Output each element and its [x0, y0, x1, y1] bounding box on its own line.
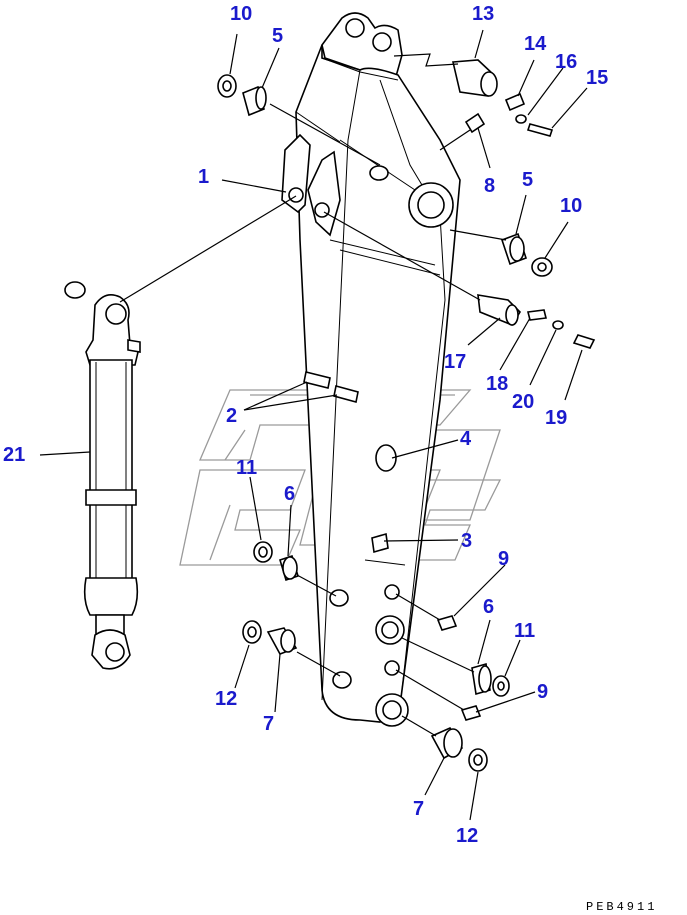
callout-6-left: 6 — [284, 483, 295, 505]
callout-5-top: 5 — [272, 25, 283, 47]
callout-labels: 10 5 13 14 16 15 1 8 5 10 17 18 20 19 2 … — [3, 3, 608, 847]
callout-4: 4 — [460, 428, 472, 450]
callout-2: 2 — [226, 405, 237, 427]
callout-20: 20 — [512, 391, 534, 413]
callout-10-right: 10 — [560, 195, 582, 217]
callout-12-left: 12 — [215, 688, 237, 710]
callout-9-upper: 9 — [498, 548, 509, 570]
callout-7-left: 7 — [263, 713, 274, 735]
callout-8: 8 — [484, 175, 495, 197]
callout-18: 18 — [486, 373, 508, 395]
callout-13: 13 — [472, 3, 494, 25]
leader-lines — [39, 29, 588, 821]
callout-19: 19 — [545, 407, 567, 429]
callout-6-right: 6 — [483, 596, 494, 618]
callout-9-lower: 9 — [537, 681, 548, 703]
callout-14: 14 — [524, 33, 547, 55]
callout-16: 16 — [555, 51, 577, 73]
loose-parts — [217, 59, 596, 772]
callout-21: 21 — [3, 444, 25, 466]
callout-1: 1 — [198, 166, 209, 188]
callout-15: 15 — [586, 67, 608, 89]
callout-11-right: 11 — [514, 620, 535, 642]
callout-17: 17 — [444, 351, 466, 373]
callout-7-bottom: 7 — [413, 798, 424, 820]
callout-12-bottom: 12 — [456, 825, 478, 847]
arm-cylinder — [64, 281, 141, 670]
arm-body — [281, 12, 461, 727]
callout-11-left: 11 — [236, 457, 257, 479]
callout-10-top: 10 — [230, 3, 252, 25]
callout-3: 3 — [461, 530, 472, 552]
callout-5-right: 5 — [522, 169, 533, 191]
drawing-code: PEB4911 — [586, 900, 657, 914]
